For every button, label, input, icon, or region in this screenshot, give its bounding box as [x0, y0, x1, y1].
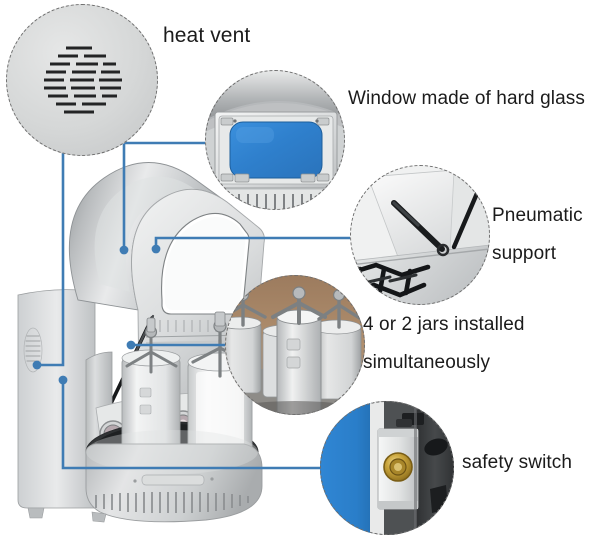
callout-pneumatic-support[interactable] [350, 165, 490, 305]
label-safety-switch: safety switch [462, 452, 573, 473]
label-pneumatic-line2: support [492, 243, 557, 264]
callout-heat-vent[interactable] [6, 4, 158, 156]
leader-dot-pneumatic [151, 244, 161, 254]
leader-pneumatic [154, 236, 351, 249]
callout-window[interactable] [205, 70, 345, 210]
jar-clamp-left [125, 332, 178, 374]
leader-window [122, 141, 205, 250]
leader-dot-window [119, 245, 129, 255]
leader-dot-safety [58, 375, 68, 385]
label-jars-line2: simultaneously [363, 352, 491, 373]
leader-heat-vent [37, 152, 65, 367]
callout-jars[interactable] [225, 275, 365, 415]
pneumatic-support-art [350, 165, 490, 305]
label-heat-vent: heat vent [163, 24, 251, 47]
leader-safety [61, 380, 321, 470]
callout-safety-switch[interactable] [320, 401, 454, 535]
leader-dot-jars [126, 340, 136, 350]
gas-strut-main [391, 200, 450, 257]
label-jars: 4 or 2 jars installed simultaneously [363, 312, 573, 376]
jars-detail-art [225, 275, 365, 415]
window-detail-art [205, 70, 345, 210]
base-vent-slits [95, 492, 249, 513]
safety-switch-art [320, 401, 454, 535]
label-jars-line1: 4 or 2 jars installed [363, 314, 525, 335]
heat-vent-louvers [44, 46, 122, 114]
label-pneumatic-support: Pneumatic support [492, 203, 597, 267]
label-window: Window made of hard glass [348, 88, 585, 109]
gas-strut-secondary [451, 188, 481, 250]
label-pneumatic-line1: Pneumatic [492, 205, 583, 226]
leader-dot-heat-vent [32, 360, 42, 370]
